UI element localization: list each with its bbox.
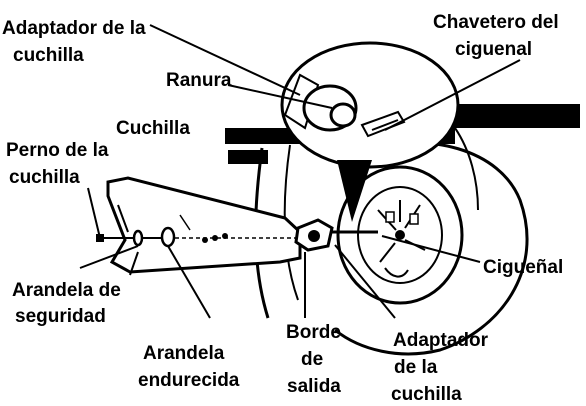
label-adaptador-bottom-1: Adaptador bbox=[393, 330, 488, 351]
blade-icon bbox=[106, 176, 302, 276]
label-ranura: Ranura bbox=[166, 70, 232, 91]
adapter-icon bbox=[294, 218, 378, 252]
label-adaptador-top-2: cuchilla bbox=[13, 45, 84, 66]
label-chavetero-1: Chavetero del bbox=[433, 12, 559, 33]
label-adaptador-top-1: Adaptador de la bbox=[2, 18, 146, 39]
label-arandela-endurecida-2: endurecida bbox=[138, 370, 240, 391]
washer-icon bbox=[132, 226, 176, 248]
label-borde-3: salida bbox=[287, 376, 341, 397]
label-perno-1: Perno de la bbox=[6, 140, 109, 161]
label-borde-1: Borde bbox=[286, 322, 341, 343]
magnifier-ellipse-icon bbox=[280, 41, 460, 222]
crankshaft-housing-icon bbox=[336, 165, 464, 305]
label-arandela-endurecida-1: Arandela bbox=[143, 343, 225, 364]
label-borde-2: de bbox=[301, 349, 324, 370]
label-adaptador-bottom-3: cuchilla bbox=[391, 384, 462, 405]
label-arandela-seguridad-1: Arandela de bbox=[12, 280, 121, 301]
label-perno-2: cuchilla bbox=[9, 167, 80, 188]
label-cuchilla: Cuchilla bbox=[116, 118, 190, 139]
label-adaptador-bottom-2: de la bbox=[394, 357, 438, 378]
leader-lines bbox=[79, 24, 521, 319]
label-ciguenal: Cigueñal bbox=[483, 257, 564, 278]
label-arandela-seguridad-2: seguridad bbox=[15, 306, 106, 327]
label-chavetero-2: ciguenal bbox=[455, 39, 533, 60]
